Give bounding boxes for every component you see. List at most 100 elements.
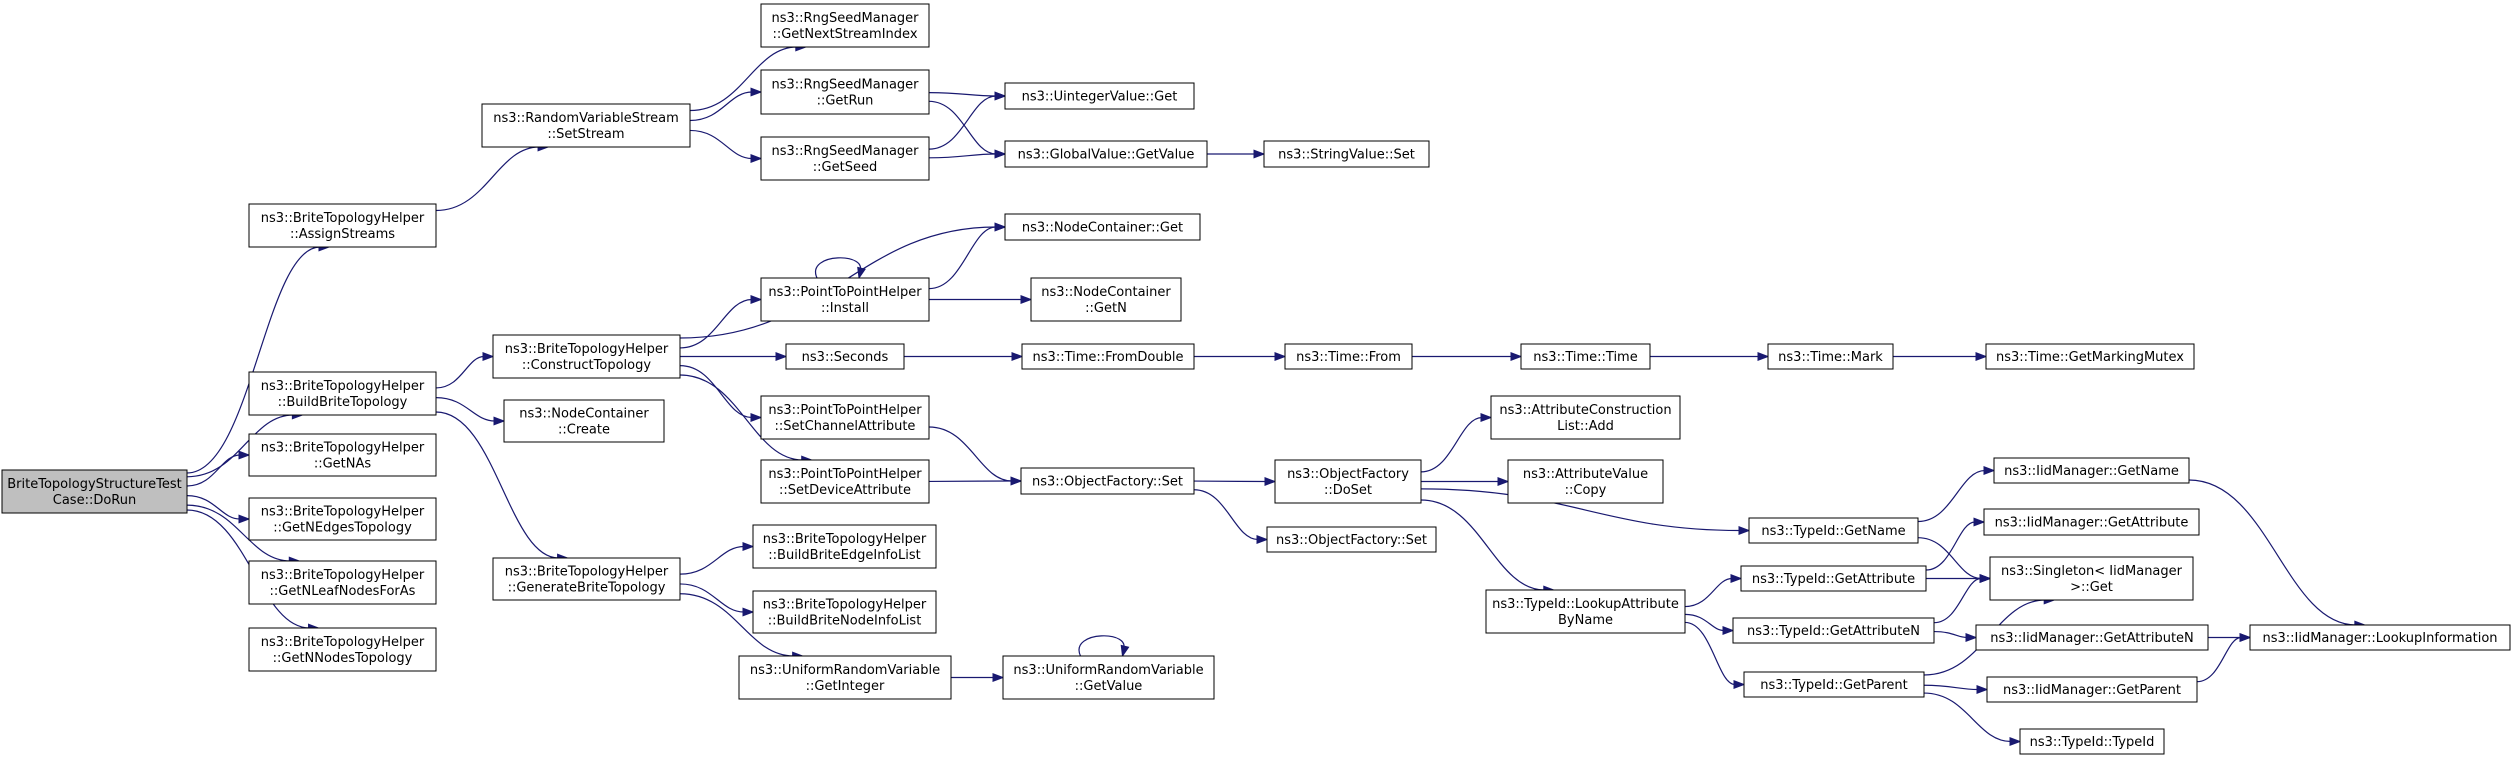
edge-line	[1917, 537, 1982, 580]
node-assignStreams[interactable]: ns3::BriteTopologyHelper::AssignStreams	[248, 203, 437, 248]
node-edgeInfo[interactable]: ns3::BriteTopologyHelper::BuildBriteEdge…	[752, 524, 937, 569]
node-tidGetAttr[interactable]: ns3::TypeId::GetAttribute	[1740, 565, 1927, 592]
edge-uGetInteger-to-uGetValue	[950, 672, 1005, 683]
edge-ofSet-to-ofDoSet	[1193, 476, 1277, 487]
edge-line	[1684, 621, 1736, 686]
node-p2pDevice[interactable]: ns3::PointToPointHelper::SetDeviceAttrib…	[760, 459, 930, 504]
node-label: ns3::IidManager::GetAttributeN	[1990, 631, 2194, 646]
edge-arrowhead	[750, 153, 763, 164]
node-tidGetParent[interactable]: ns3::TypeId::GetParent	[1743, 671, 1925, 698]
node-timeTime[interactable]: ns3::Time::Time	[1520, 343, 1651, 370]
node-getNEdges[interactable]: ns3::BriteTopologyHelper::GetNEdgesTopol…	[248, 497, 437, 541]
edge-tidGetParent-to-imGetParent	[1923, 684, 1989, 695]
edge-line	[928, 153, 997, 159]
node-label: ns3::RandomVariableStream	[493, 111, 679, 126]
node-p2pChannel[interactable]: ns3::PointToPointHelper::SetChannelAttri…	[760, 395, 930, 440]
edge-line	[435, 355, 485, 389]
node-generateBrite[interactable]: ns3::BriteTopologyHelper::GenerateBriteT…	[492, 557, 681, 601]
node-label: ns3::RngSeedManager	[771, 78, 919, 93]
node-imGetAttr[interactable]: ns3::IidManager::GetAttribute	[1983, 508, 2200, 536]
node-getNNodes[interactable]: ns3::BriteTopologyHelper::GetNNodesTopol…	[248, 627, 437, 672]
node-ncGet[interactable]: ns3::NodeContainer::Get	[1004, 213, 1201, 241]
node-avCopy[interactable]: ns3::AttributeValue::Copy	[1507, 459, 1664, 504]
edge-arrowhead	[992, 672, 1005, 683]
node-box	[1, 469, 188, 514]
node-box	[248, 560, 437, 605]
edge-line	[1420, 488, 1741, 532]
node-singletonGet[interactable]: ns3::Singleton< IidManager >::Get	[1989, 556, 2194, 601]
edge-arrowhead	[1010, 476, 1023, 486]
node-label: ::SetDeviceAttribute	[779, 483, 911, 498]
node-label: ::GetSeed	[813, 160, 877, 175]
node-ofSet[interactable]: ns3::ObjectFactory::Set	[1020, 467, 1195, 495]
node-uGetValue[interactable]: ns3::UniformRandomVariable::GetValue	[1002, 655, 1215, 700]
node-box	[760, 395, 930, 440]
edge-line	[814, 257, 862, 279]
node-nodeInfo[interactable]: ns3::BriteTopologyHelper::BuildBriteNode…	[752, 590, 937, 634]
node-constructTopo[interactable]: ns3::BriteTopologyHelper::ConstructTopol…	[492, 334, 681, 379]
edge-arrowhead	[750, 412, 763, 423]
node-imGetName[interactable]: ns3::IidManager::GetName	[1993, 457, 2190, 484]
node-ncCreate[interactable]: ns3::NodeContainer::Create	[503, 399, 665, 443]
node-box	[1989, 556, 2194, 601]
edge-arrowhead	[1730, 573, 1743, 584]
node-getRun[interactable]: ns3::RngSeedManager::GetRun	[760, 69, 930, 115]
edge-arrowhead	[2009, 736, 2022, 747]
node-fromDouble[interactable]: ns3::Time::FromDouble	[1021, 343, 1195, 370]
node-gvGetValue[interactable]: ns3::GlobalValue::GetValue	[1004, 140, 1208, 168]
node-box	[1986, 676, 2198, 703]
node-box	[1263, 140, 1430, 168]
node-getNLeaf[interactable]: ns3::BriteTopologyHelper::GetNLeafNodesF…	[248, 560, 437, 605]
node-seconds[interactable]: ns3::Seconds	[785, 343, 905, 370]
node-ofSet2[interactable]: ns3::ObjectFactory::Set	[1266, 526, 1437, 553]
node-timeFrom[interactable]: ns3::Time::From	[1284, 343, 1413, 370]
node-p2pInstall[interactable]: ns3::PointToPointHelper::Install	[760, 277, 930, 322]
node-uGetInteger[interactable]: ns3::UniformRandomVariable::GetInteger	[738, 655, 952, 700]
node-uintGet[interactable]: ns3::UintegerValue::Get	[1004, 82, 1195, 110]
edge-tidGetAttrN-to-imGetAttrN	[1933, 630, 1978, 643]
edge-arrowhead	[1738, 525, 1751, 536]
edge-arrowhead	[775, 351, 788, 362]
node-label: List::Add	[1557, 419, 1614, 434]
node-label: ns3::PointToPointHelper	[768, 467, 922, 482]
edge-line	[1420, 416, 1483, 473]
node-box	[1004, 140, 1208, 168]
node-tidGetName[interactable]: ns3::TypeId::GetName	[1748, 517, 1919, 544]
node-ofDoSet[interactable]: ns3::ObjectFactory::DoSet	[1274, 459, 1422, 504]
node-getNAs[interactable]: ns3::BriteTopologyHelper::GetNAs	[248, 433, 437, 477]
node-ncGetN[interactable]: ns3::NodeContainer::GetN	[1030, 277, 1182, 322]
node-imGetParent[interactable]: ns3::IidManager::GetParent	[1986, 676, 2198, 703]
edge-line	[186, 454, 241, 487]
edge-line	[1923, 692, 2012, 743]
node-box	[738, 655, 952, 700]
edge-arrowhead	[994, 91, 1007, 101]
node-box	[1520, 343, 1651, 370]
edge-arrowhead	[1965, 632, 1978, 643]
node-getSeed[interactable]: ns3::RngSeedManager::GetSeed	[760, 136, 930, 181]
edge-arrowhead	[238, 450, 251, 460]
node-tidTypeId[interactable]: ns3::TypeId::TypeId	[2019, 728, 2165, 755]
node-imGetAttrN[interactable]: ns3::IidManager::GetAttributeN	[1975, 624, 2209, 651]
node-label: ns3::Time::From	[1296, 350, 1401, 365]
edge-line	[186, 504, 291, 562]
edge-line	[1933, 577, 1982, 624]
edge-constructTopo-to-p2pInstall	[679, 294, 763, 349]
node-svSet[interactable]: ns3::StringValue::Set	[1263, 140, 1430, 168]
edge-arrowhead	[1480, 412, 1493, 423]
node-label: ::GetValue	[1075, 679, 1143, 694]
node-getNextStream[interactable]: ns3::RngSeedManager::GetNextStreamIndex	[760, 3, 930, 48]
node-label: ::BuildBriteEdgeInfoList	[768, 548, 920, 563]
node-timeMark[interactable]: ns3::Time::Mark	[1767, 343, 1894, 370]
node-setStream[interactable]: ns3::RandomVariableStream::SetStream	[481, 103, 691, 148]
node-buildBrite[interactable]: ns3::BriteTopologyHelper::BuildBriteTopo…	[248, 371, 437, 416]
edge-timeFrom-to-timeTime	[1412, 351, 1523, 362]
node-label: ns3::BriteTopologyHelper	[261, 505, 425, 520]
node-markingMutex[interactable]: ns3::Time::GetMarkingMutex	[1985, 343, 2195, 370]
node-tidGetAttrN[interactable]: ns3::TypeId::GetAttributeN	[1732, 617, 1935, 644]
node-label: ns3::GlobalValue::GetValue	[1018, 148, 1195, 163]
node-imLookup[interactable]: ns3::IidManager::LookupInformation	[2249, 624, 2511, 651]
edge-imGetParent-to-imLookup	[2196, 632, 2252, 683]
